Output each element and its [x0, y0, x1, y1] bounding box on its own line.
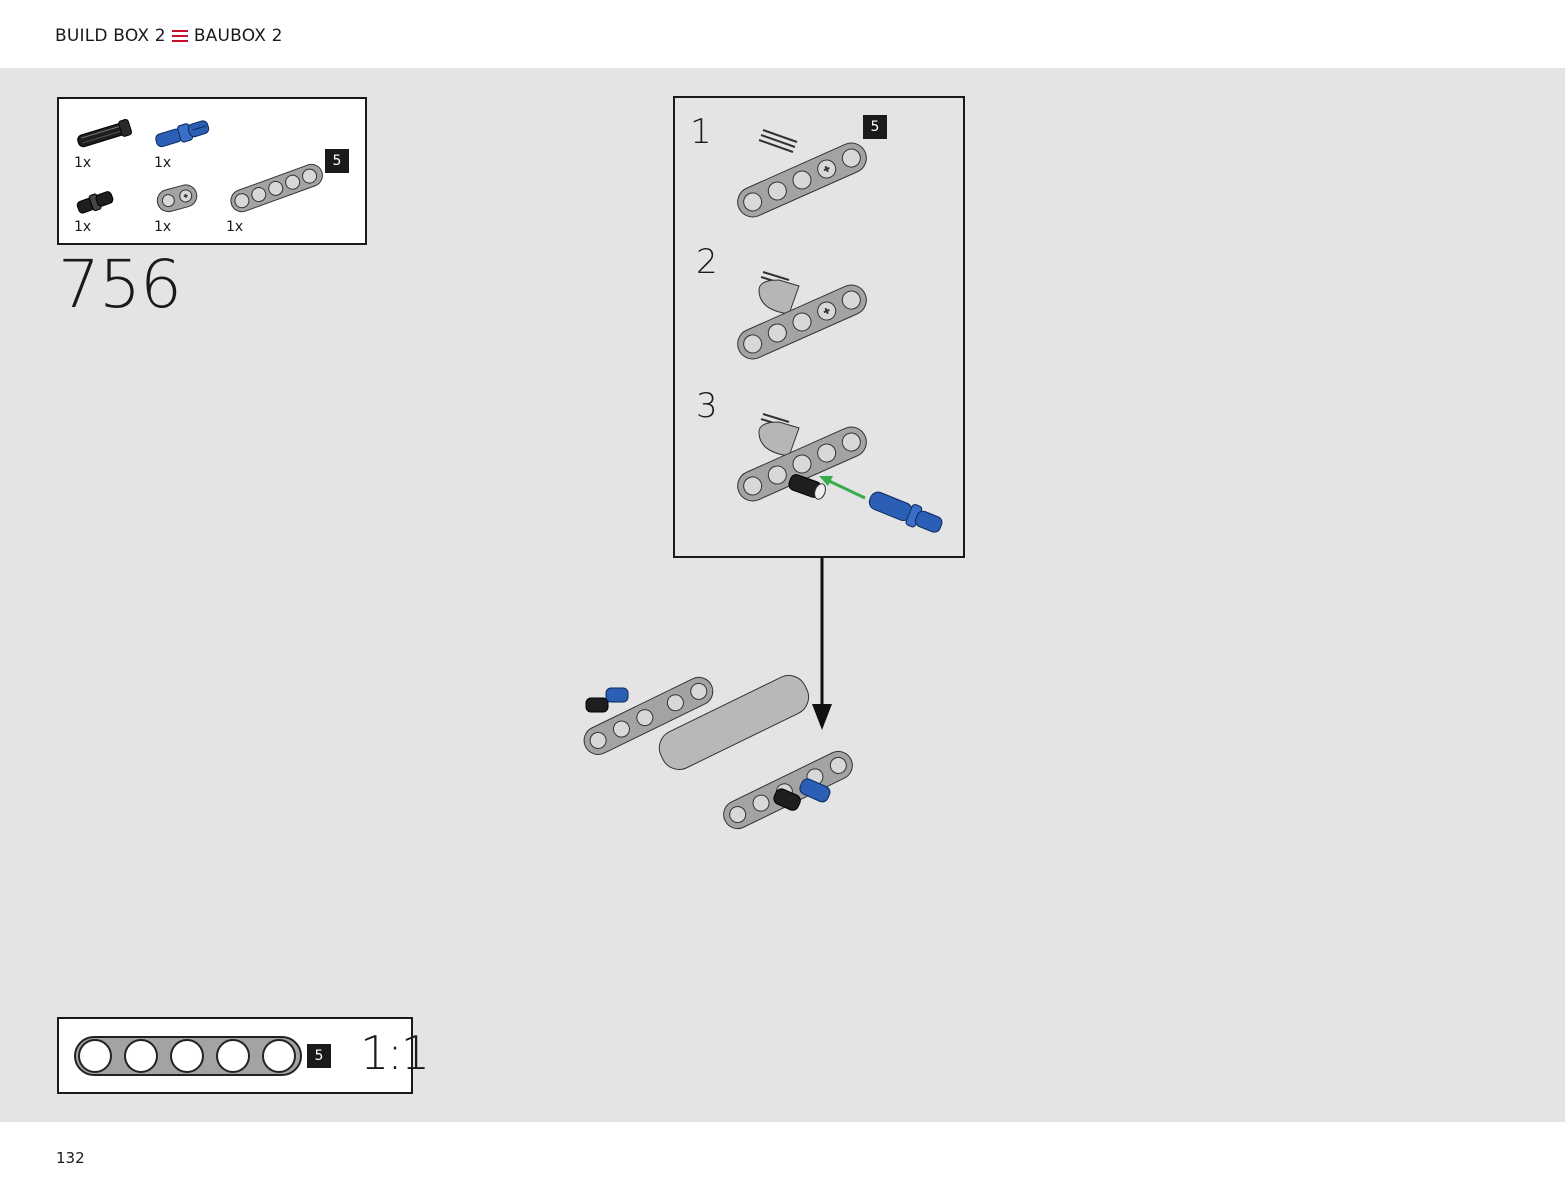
sub-step-2-illustration — [737, 271, 867, 360]
build-box-title: BUILD BOX 2 BAUBOX 2 — [55, 26, 283, 46]
part-qty: 1x — [74, 155, 92, 171]
scale-ratio: 1:1 — [360, 1026, 430, 1080]
sub-step-1-illustration — [737, 129, 867, 218]
down-arrow-icon — [812, 558, 832, 730]
parts-list-box: 1x 1x 1x 1x — [57, 97, 367, 245]
beam-length-tag: 5 — [863, 115, 887, 139]
part-qty: 1x — [74, 219, 92, 235]
beam-length-tag: 5 — [307, 1044, 331, 1068]
sub-step-3-label: 3 — [696, 386, 718, 426]
black-friction-pin-icon — [76, 191, 114, 214]
part-qty: 1x — [154, 155, 172, 171]
sub-step-3-illustration — [737, 413, 943, 533]
blue-axle-pin-icon — [155, 120, 210, 148]
part-qty: 1x — [154, 219, 172, 235]
title-right: BAUBOX 2 — [193, 26, 283, 46]
beam-5-actual-size-icon — [74, 1036, 302, 1076]
sub-assembly-box: 1 5 2 3 — [673, 96, 965, 558]
main-assembly-illustration — [583, 674, 853, 830]
page-number: 132 — [56, 1149, 85, 1167]
sub-step-2-label: 2 — [696, 242, 718, 282]
step-number: 756 — [58, 246, 182, 323]
page-header: BUILD BOX 2 BAUBOX 2 — [0, 0, 1565, 68]
scale-guide-box: 5 — [57, 1017, 413, 1094]
gray-beam-5-icon — [230, 163, 323, 213]
black-axle-pin-icon — [77, 118, 132, 148]
title-left: BUILD BOX 2 — [55, 26, 166, 46]
gray-axle-connector-icon — [156, 184, 198, 213]
sub-step-1-label: 1 — [690, 112, 712, 152]
beam-length-tag: 5 — [325, 149, 349, 173]
page-footer — [0, 1122, 1565, 1191]
menu-lines-icon — [171, 30, 188, 42]
part-qty: 1x — [226, 219, 244, 235]
